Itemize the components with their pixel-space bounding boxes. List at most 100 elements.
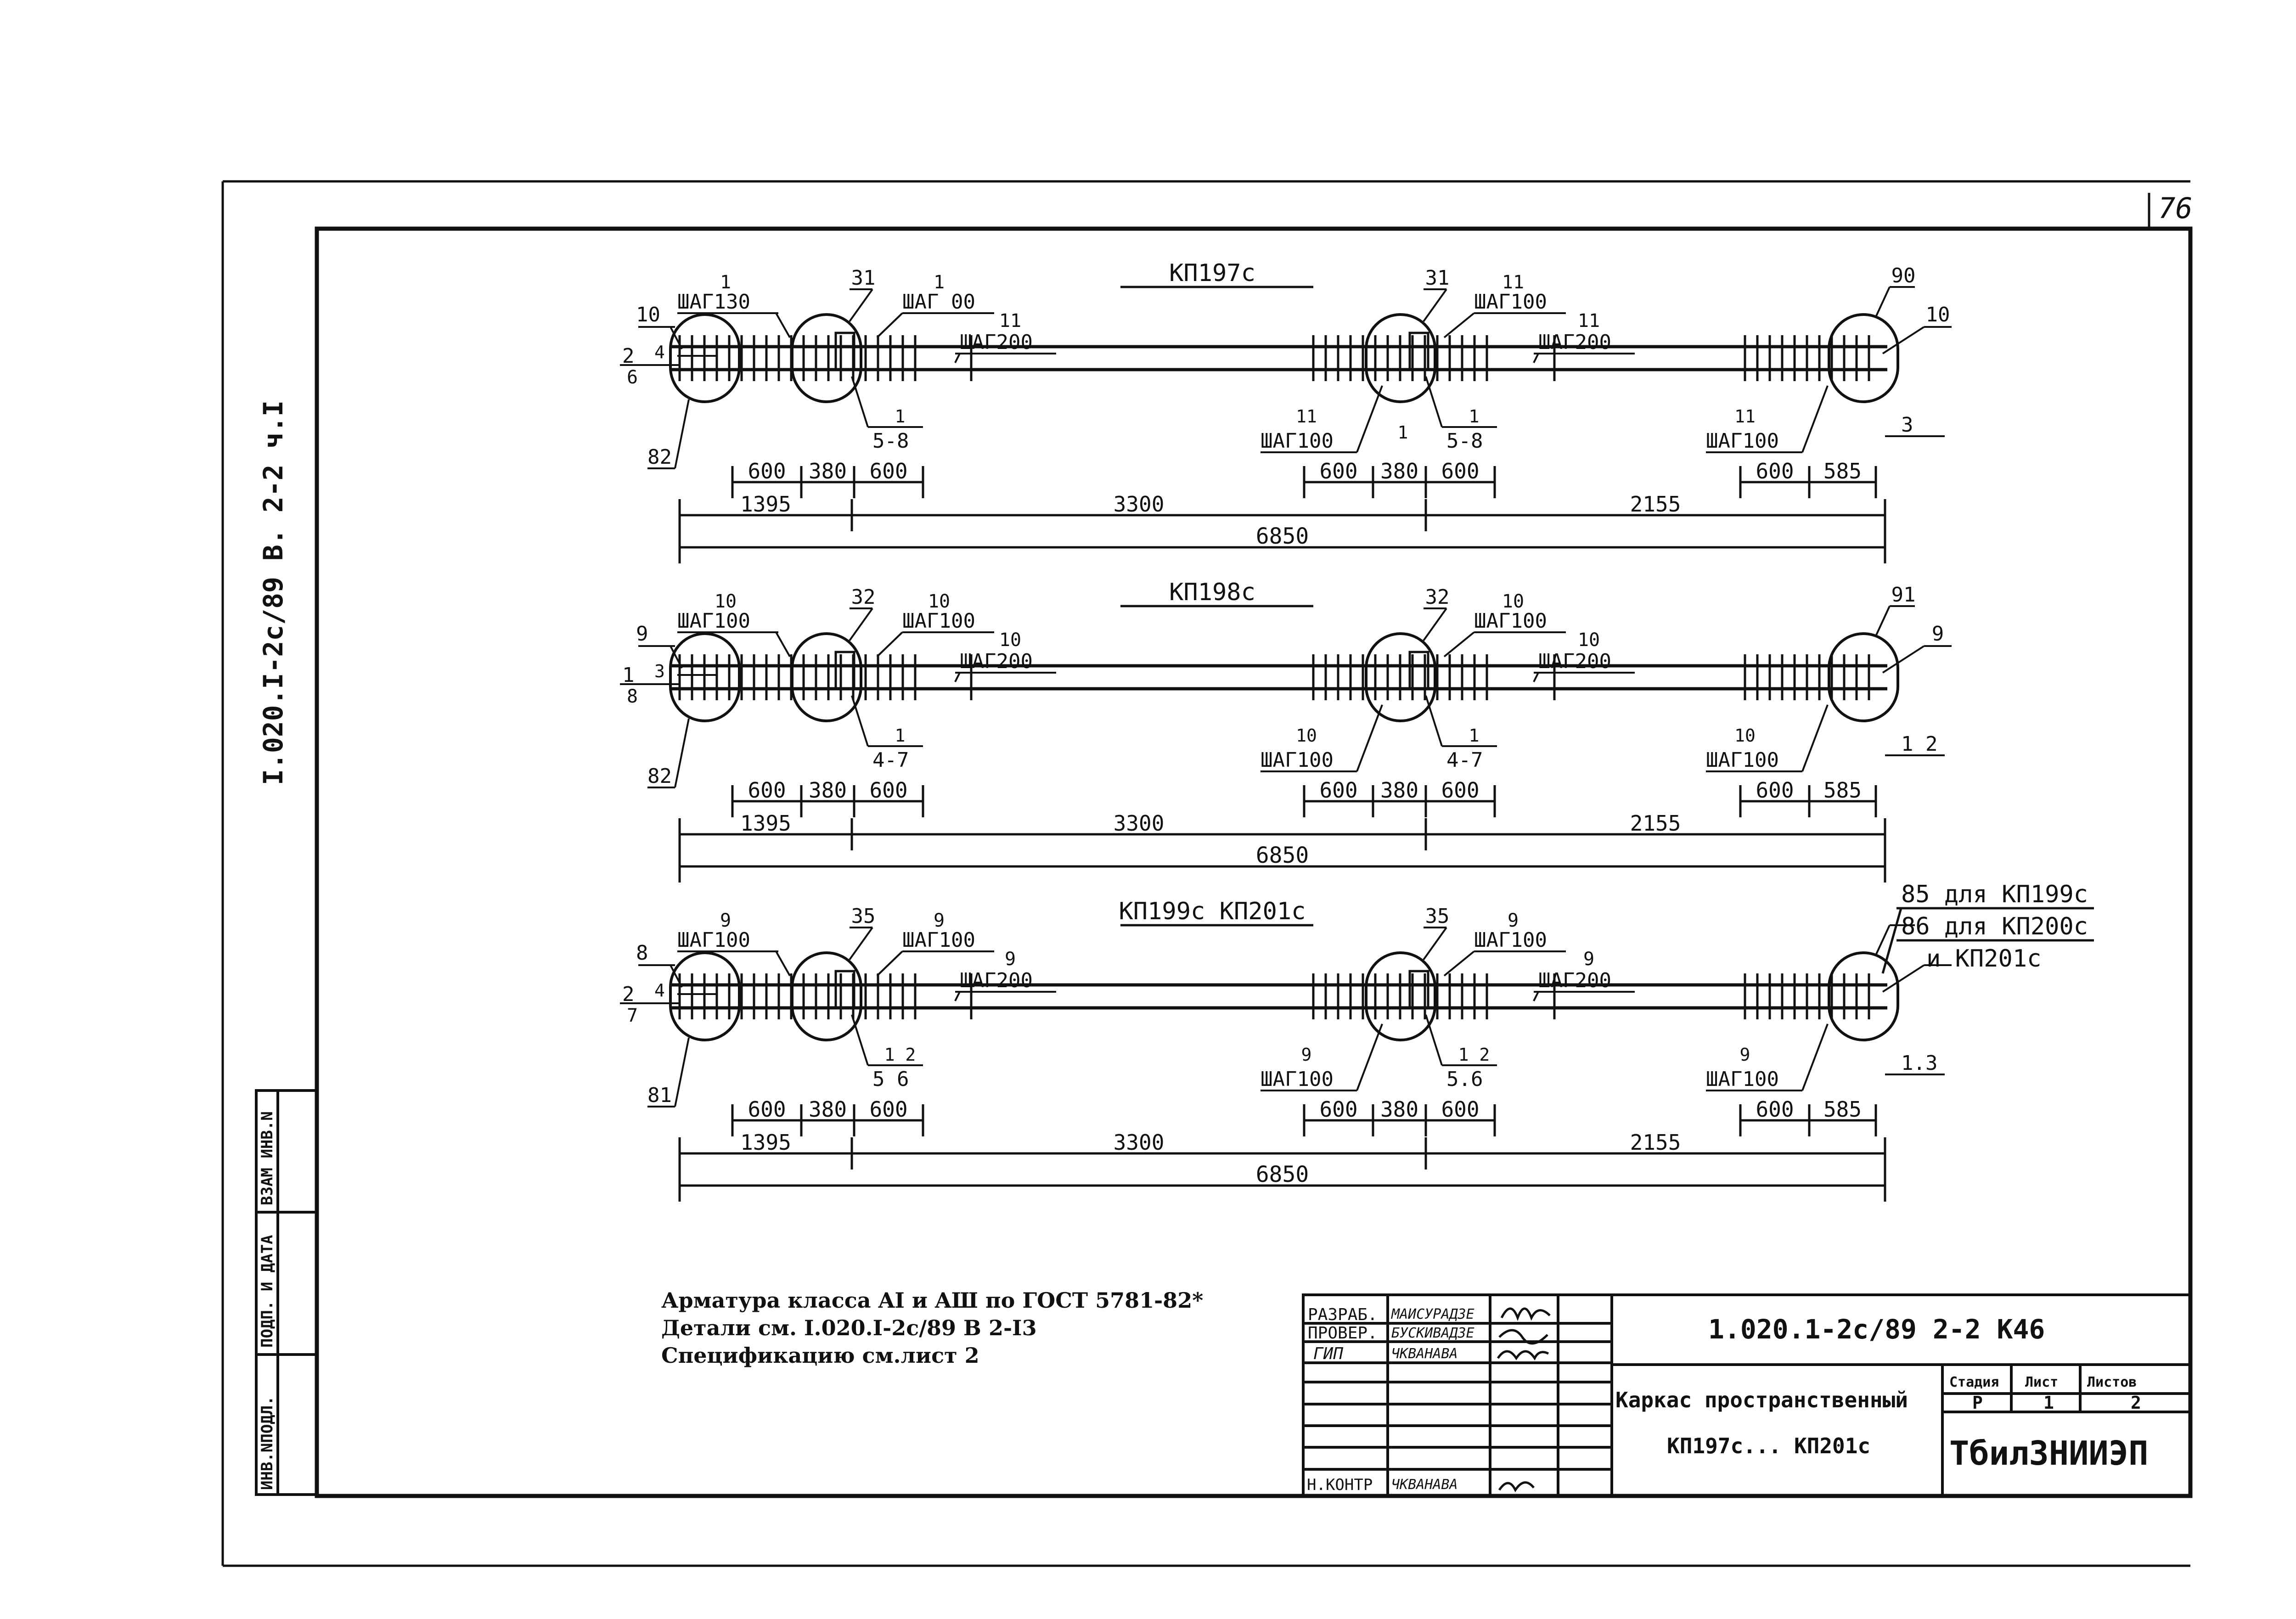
- callout-step2-label: ШАГ100: [902, 609, 975, 633]
- callout-mid-below-top: 10: [1296, 725, 1317, 746]
- dimension-total: 6850: [1256, 1162, 1309, 1187]
- dimension-a1: 600: [748, 1097, 786, 1122]
- callout-ring2-inner: 1: [1398, 422, 1408, 443]
- callout-ring2: 32: [1425, 585, 1450, 609]
- leader: [954, 672, 961, 682]
- frame-title: КП198с: [1169, 579, 1255, 606]
- leader: [851, 695, 869, 747]
- callout-right-below: ШАГ100: [1706, 748, 1779, 772]
- callout-step5-label: ШАГ200: [1538, 969, 1611, 992]
- hook-detail: [834, 970, 855, 1008]
- dimension-a2: 380: [809, 778, 847, 803]
- dimension-c1: 600: [1756, 1097, 1794, 1122]
- callout-mid-below-top: 11: [1296, 406, 1317, 427]
- hook-detail: [1408, 332, 1429, 370]
- leader: [849, 927, 873, 961]
- callout-ring1-below: 5-8: [872, 429, 909, 453]
- leader: [775, 951, 791, 976]
- leader: [1443, 950, 1475, 977]
- callout-ring2-below-top: 1: [1469, 725, 1480, 746]
- callout-step3-top: 9: [1005, 949, 1016, 970]
- stamp-label-2: ПОДП. И ДАТА: [258, 1235, 276, 1348]
- callout-right-ring: 90: [1891, 264, 1916, 287]
- callout-right-ring: 91: [1891, 583, 1916, 607]
- callout-step1-label: ШАГ100: [677, 609, 750, 633]
- stamp-label-1: ВЗАМ ИНВ.N: [258, 1111, 276, 1205]
- detail-ring-1: [791, 951, 862, 1041]
- dimension-total: 6850: [1256, 523, 1309, 549]
- name-chief: ЧКВАНАВА: [1391, 1346, 1458, 1362]
- callout-step5-top: 9: [1583, 949, 1594, 970]
- name-developer: МАИСУРАДЗЕ: [1391, 1306, 1474, 1322]
- note-3: Спецификацию см.лист 2: [661, 1343, 979, 1368]
- dimension-a3: 600: [869, 778, 907, 803]
- callout-step5-label: ШАГ200: [1538, 650, 1611, 673]
- detail-ring-left: [669, 951, 741, 1041]
- leader: [1882, 645, 1925, 674]
- callout-ring1-below-top: 1: [895, 725, 906, 746]
- dimension-s3: 2155: [1630, 492, 1681, 517]
- dimension-s3: 2155: [1630, 1130, 1681, 1155]
- callout-left-bar: 8: [636, 941, 648, 965]
- callout-step5-top: 11: [1578, 310, 1600, 332]
- callout-left-rod: 2: [622, 983, 635, 1006]
- callout-right-below-top: 11: [1734, 406, 1756, 427]
- name-norm-control: ЧКВАНАВА: [1391, 1477, 1458, 1493]
- callout-right-end: 1.3: [1901, 1051, 1937, 1075]
- dimension-b2: 380: [1380, 778, 1418, 803]
- stage-value: Р: [1972, 1393, 1983, 1413]
- dimension-a1: 600: [748, 459, 786, 483]
- leader: [1356, 1023, 1383, 1091]
- callout-step2-top: 9: [934, 910, 945, 931]
- leader: [1356, 704, 1383, 772]
- leader: [849, 607, 873, 641]
- frame-title: КП197с: [1169, 259, 1255, 287]
- frame3-notes: 85 для КП199с 86 для КП200с и КП201с: [1881, 881, 2094, 974]
- dimension-c2: 585: [1823, 459, 1862, 483]
- detail-ring-1: [791, 313, 862, 403]
- frame-title: КП199с КП201с: [1119, 898, 1306, 925]
- callout-left-rod: 1: [622, 663, 635, 687]
- leader: [1533, 353, 1539, 363]
- hook-detail: [1408, 970, 1429, 1008]
- note-2: Детали см. I.020.I-2c/89 B 2-I3: [661, 1315, 1037, 1340]
- callout-left-bottom: 6: [627, 367, 638, 388]
- note-1: Арматура класса AI и AШ по ГОСТ 5781-82*: [661, 1288, 1203, 1313]
- callout-left-rod: 2: [622, 344, 635, 368]
- leader: [954, 991, 961, 1001]
- callout-left-top: 4: [654, 342, 665, 362]
- document-code: 1.020.1-2с/89 2-2 К46: [1708, 1314, 2045, 1345]
- title-block-text: РАЗРАБ. ПРОВЕР. ГИП Н.КОНТР МАИСУРАДЗЕ Б…: [1307, 1305, 2148, 1494]
- sheet-header: Лист: [2025, 1374, 2058, 1390]
- leader: [1443, 312, 1475, 338]
- sheet-value: 1: [2043, 1393, 2054, 1413]
- callout-left-bar: 9: [636, 622, 648, 646]
- dimension-a3: 600: [869, 1097, 907, 1122]
- callout-step5-label: ШАГ200: [1538, 331, 1611, 354]
- role-chief: ГИП: [1313, 1344, 1343, 1363]
- leader: [1801, 385, 1829, 453]
- frame3-note-3: и КП201с: [1926, 945, 2041, 973]
- callout-ring1-below-top: 1 2: [884, 1045, 916, 1065]
- page-number: 76: [2158, 191, 2193, 225]
- leader: [1425, 376, 1443, 427]
- callout-left-ring: 81: [647, 1084, 672, 1107]
- callout-step2-label: ШАГ 00: [902, 290, 975, 314]
- callout-step4-label: ШАГ100: [1474, 609, 1547, 633]
- callout-ring2-below: 5-8: [1446, 429, 1483, 453]
- callout-right-end: 3: [1901, 413, 1913, 437]
- leader: [1801, 704, 1829, 772]
- stage-header: Стадия: [1949, 1374, 1999, 1390]
- frame3-note-2: 86 для КП200с: [1901, 913, 2088, 940]
- leader: [876, 631, 903, 658]
- leader: [954, 353, 961, 363]
- leader: [674, 718, 690, 788]
- callout-step1-label: ШАГ130: [677, 290, 750, 314]
- dimension-b2: 380: [1380, 1097, 1418, 1122]
- leader: [1882, 964, 1925, 993]
- stamp-label-3: ИНВ.NПОДЛ.: [258, 1396, 276, 1490]
- callout-left-ring: 82: [647, 445, 672, 469]
- leader: [1423, 288, 1447, 322]
